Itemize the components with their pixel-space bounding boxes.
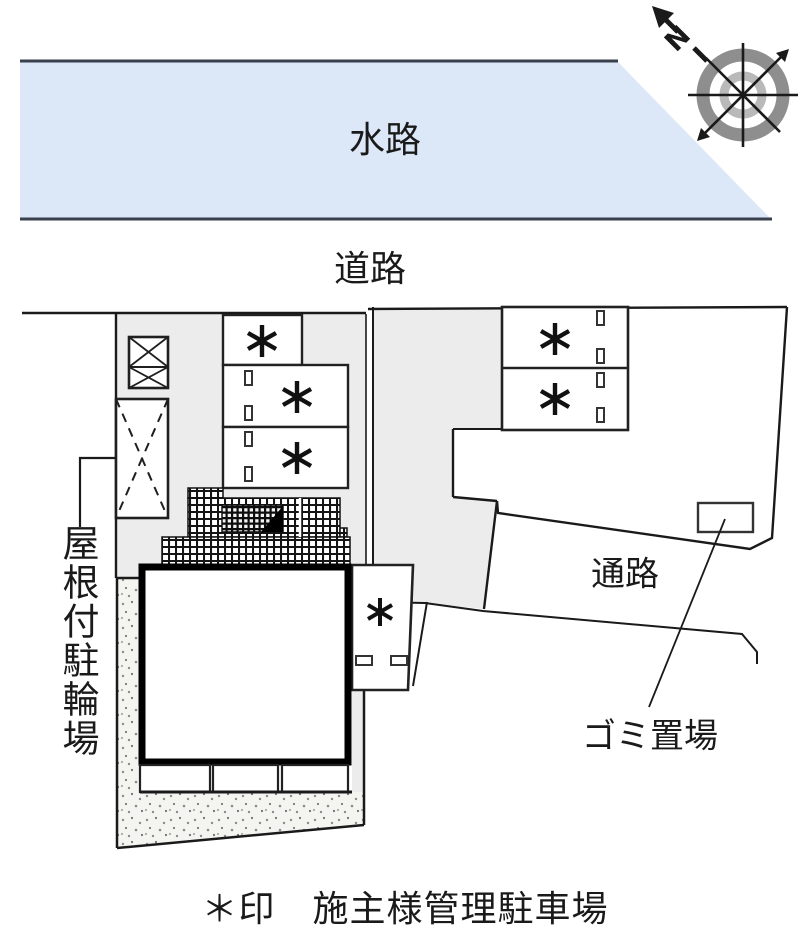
garbage-area-label: ゴミ置場	[582, 716, 718, 757]
parking-spaces-right	[500, 305, 630, 432]
asterisk-left-1	[246, 325, 278, 357]
parking-dashes-left	[244, 370, 253, 482]
bicycle-parking-box	[114, 397, 170, 520]
parking-space-south	[350, 563, 415, 692]
road-label: 道路	[333, 249, 407, 290]
compass-rose-icon	[652, 6, 798, 147]
building	[138, 563, 352, 766]
ground-area	[117, 578, 364, 848]
center-strip-parcel	[373, 307, 502, 609]
bicycle-parking-leader	[78, 456, 116, 527]
crossed-box-icon	[127, 335, 170, 390]
asterisk-south	[366, 598, 394, 626]
covered-bicycle-parking-label: 屋根付駐輪場	[55, 524, 99, 758]
waterway-label: 水路	[348, 120, 422, 161]
asterisk-left-3	[281, 442, 313, 474]
asterisk-right-2	[539, 383, 571, 415]
hatched-deck	[161, 487, 351, 566]
asterisk-left-2	[281, 381, 313, 413]
entrance-arrow-icon	[261, 506, 283, 532]
parking-dashes-right	[596, 310, 605, 423]
asterisk-right-1	[539, 323, 571, 355]
legend-caption: ＊印 施主様管理駐車場	[201, 889, 609, 930]
ground-outline	[115, 576, 366, 850]
north-arrow-icon	[652, 6, 709, 63]
waterway-band	[20, 59, 772, 221]
side-strip	[352, 690, 364, 792]
garbage-box	[696, 501, 755, 534]
passage-label: 通路	[591, 554, 659, 595]
building-porch	[138, 763, 350, 794]
parking-asterisk-icons	[246, 323, 571, 626]
garbage-leader	[648, 518, 726, 708]
